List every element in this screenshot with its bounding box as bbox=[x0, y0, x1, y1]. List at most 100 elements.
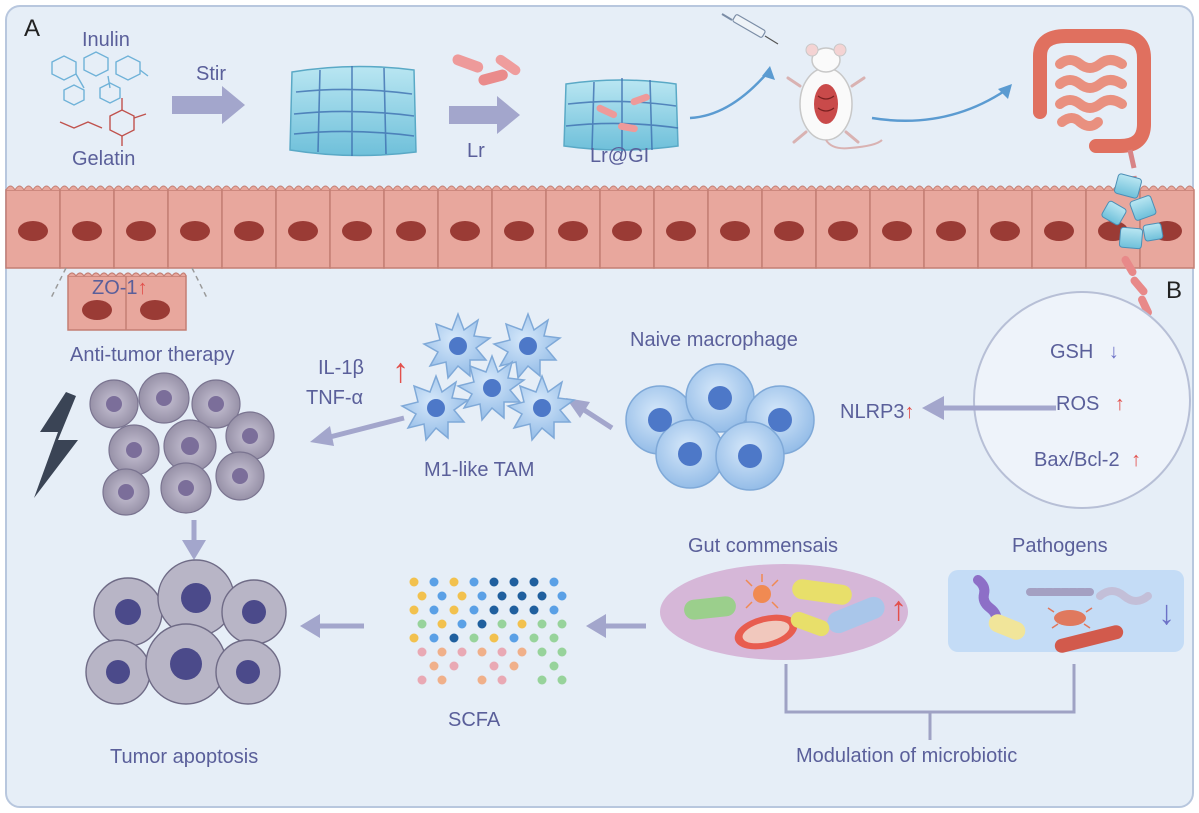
scfa-molecule-dot bbox=[557, 675, 567, 685]
scfa-to-tumor-arrow bbox=[300, 614, 364, 638]
scfa-molecule-dot bbox=[529, 577, 539, 587]
microvilli bbox=[59, 185, 115, 191]
bax-bcl2-text: Bax/Bcl-2 bbox=[1034, 449, 1120, 471]
scfa-molecule-dot bbox=[457, 591, 467, 601]
lr-bacteria-icon bbox=[452, 54, 521, 86]
apoptotic-nuclei bbox=[106, 583, 266, 684]
scfa-molecule-dot bbox=[557, 619, 567, 629]
tumor-cell-cluster bbox=[89, 372, 275, 516]
scfa-molecule-dot bbox=[429, 661, 439, 671]
microvilli bbox=[221, 185, 277, 191]
scfa-molecule-dot bbox=[477, 675, 487, 685]
intestine-icon bbox=[1033, 29, 1151, 153]
scfa-molecule-dot bbox=[437, 591, 447, 601]
scfa-molecule-dot bbox=[509, 661, 519, 671]
tumor-apoptosis-label: Tumor apoptosis bbox=[110, 746, 259, 768]
polarization-arrow bbox=[566, 398, 614, 431]
scfa-molecule-dot bbox=[477, 647, 487, 657]
scfa-molecule-dot bbox=[489, 661, 499, 671]
lightning-bolt-icon bbox=[34, 392, 78, 498]
cell-nucleus bbox=[666, 221, 696, 241]
scfa-molecule-dot bbox=[409, 633, 419, 643]
scfa-molecule-dot bbox=[517, 647, 527, 657]
nlrp3-text: NLRP3 bbox=[840, 401, 905, 423]
microvilli bbox=[707, 185, 763, 191]
scfa-molecule-dot bbox=[489, 633, 499, 643]
microvilli bbox=[275, 185, 331, 191]
scfa-molecule-dot bbox=[417, 647, 427, 657]
microvilli bbox=[113, 185, 169, 191]
zo1-zoom-detail bbox=[49, 267, 209, 331]
microvilli bbox=[491, 185, 547, 191]
scfa-molecule-dot bbox=[477, 619, 487, 629]
scfa-molecule-dot bbox=[429, 577, 439, 587]
scfa-molecule-dot bbox=[497, 675, 507, 685]
cell-nucleus bbox=[504, 221, 534, 241]
scfa-molecule-dot bbox=[557, 591, 567, 601]
to-mouse-arrowhead bbox=[762, 66, 775, 80]
scfa-molecule-dot bbox=[537, 619, 547, 629]
microvilli bbox=[383, 185, 439, 191]
tnfa-label: TNF-α bbox=[306, 387, 364, 409]
cell-nucleus bbox=[126, 221, 156, 241]
scfa-molecule-dot bbox=[469, 577, 479, 587]
scfa-label: SCFA bbox=[448, 709, 501, 731]
scfa-molecule-dot bbox=[529, 605, 539, 615]
scfa-molecule-dot bbox=[457, 619, 467, 629]
pathogens-down-arrow-icon: ↓ bbox=[1158, 594, 1175, 632]
scfa-molecule-dot bbox=[509, 577, 519, 587]
microvilli bbox=[869, 185, 925, 191]
tumor-cell-nuclei bbox=[106, 390, 258, 500]
scfa-molecule-dot bbox=[509, 633, 519, 643]
scfa-molecule-dot bbox=[549, 633, 559, 643]
cell-nucleus bbox=[72, 221, 102, 241]
commensals-up-arrow-icon: ↑ bbox=[890, 590, 907, 628]
scfa-molecule-dot bbox=[449, 661, 459, 671]
cell-nucleus bbox=[288, 221, 318, 241]
microvilli bbox=[329, 185, 385, 191]
gsh-text: GSH bbox=[1050, 341, 1094, 363]
scfa-molecule-dot bbox=[409, 605, 419, 615]
modulation-label: Modulation of microbiotic bbox=[796, 745, 1018, 767]
cell-nucleus bbox=[1044, 221, 1074, 241]
anti-tumor-therapy-label: Anti-tumor therapy bbox=[70, 344, 235, 366]
to-mouse-arrow bbox=[689, 71, 769, 120]
microvilli bbox=[761, 185, 817, 191]
scfa-molecule-dot bbox=[549, 605, 559, 615]
zo1-label: ZO-1↑ bbox=[92, 278, 148, 298]
epithelium-layer bbox=[5, 185, 1195, 269]
scfa-molecule-dot bbox=[437, 675, 447, 685]
cell-nucleus bbox=[450, 221, 480, 241]
cell-nucleus bbox=[774, 221, 804, 241]
lr-label: Lr bbox=[467, 140, 485, 162]
cell-nucleus bbox=[396, 221, 426, 241]
microvilli bbox=[977, 185, 1033, 191]
cell-nucleus bbox=[180, 221, 210, 241]
scfa-molecule-dot bbox=[489, 605, 499, 615]
scfa-molecule-dot bbox=[537, 675, 547, 685]
scfa-molecule-dot bbox=[517, 619, 527, 629]
apoptosis-arrow bbox=[182, 520, 206, 560]
bax-bcl2-label: Bax/Bcl-2 ↑ bbox=[1034, 450, 1141, 470]
attack-tumor-arrow bbox=[310, 415, 405, 446]
ros-label: ROS ↑ bbox=[1056, 394, 1125, 414]
scfa-molecule-dot bbox=[489, 577, 499, 587]
scfa-molecule-dot bbox=[497, 647, 507, 657]
scfa-molecule-dot bbox=[557, 647, 567, 657]
microvilli bbox=[1031, 185, 1087, 191]
hydrogel-block bbox=[289, 65, 417, 157]
panel-label-a: A bbox=[24, 15, 41, 42]
scfa-molecule-dot bbox=[417, 619, 427, 629]
scfa-molecule-dot bbox=[449, 633, 459, 643]
scfa-molecule-dot bbox=[449, 605, 459, 615]
released-lr-bacteria bbox=[1121, 255, 1152, 317]
scfa-molecule-dot bbox=[549, 577, 559, 587]
microvilli bbox=[437, 185, 493, 191]
scfa-molecule-dot bbox=[409, 577, 419, 587]
microvilli bbox=[923, 185, 979, 191]
cell-nucleus bbox=[18, 221, 48, 241]
to-intestine-arrowhead bbox=[998, 84, 1012, 99]
cell-nucleus bbox=[828, 221, 858, 241]
scfa-molecule-dot bbox=[497, 591, 507, 601]
